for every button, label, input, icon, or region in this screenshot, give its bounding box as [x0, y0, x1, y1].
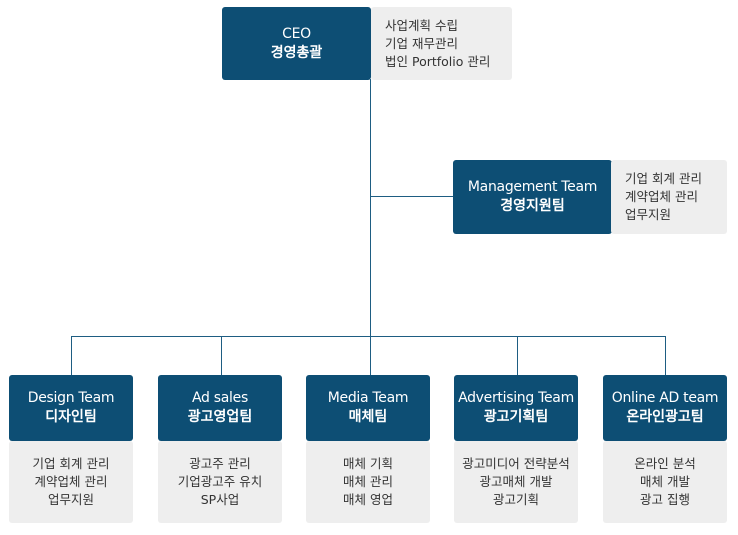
advertising-duty: 광고미디어 전략분석 — [462, 456, 570, 471]
online-duty: 매체 개발 — [640, 474, 690, 489]
connector-online — [665, 336, 666, 376]
management-duty: 기업 회계 관리 — [625, 171, 702, 186]
advertising-duty: 광고기획 — [492, 492, 539, 507]
media-title-en: Media Team — [327, 390, 409, 406]
connector-ceo-trunk — [370, 79, 371, 336]
media-duty: 매체 영업 — [343, 492, 393, 507]
online-duty: 광고 집행 — [640, 492, 690, 507]
media-duty: 매체 기획 — [343, 456, 393, 471]
adsales-duty: SP사업 — [200, 492, 240, 507]
design-title-ko: 디자인팀 — [45, 409, 97, 425]
media-duties: 매체 기획 매체 관리 매체 영업 — [306, 441, 430, 523]
media-title-ko: 매체팀 — [348, 409, 388, 425]
adsales-title-ko: 광고영업팀 — [187, 409, 253, 425]
design-title-en: Design Team — [27, 390, 115, 406]
ceo-duties: 사업계획 수립 기업 재무관리 법인 Portfolio 관리 — [371, 7, 512, 80]
management-team-box: Management Team 경영지원팀 — [453, 160, 612, 234]
design-duty: 기업 회계 관리 — [32, 456, 110, 471]
online-duty: 온라인 분석 — [634, 456, 696, 471]
design-duty: 업무지원 — [47, 492, 94, 507]
advertising-duty: 광고매체 개발 — [479, 474, 553, 489]
advertising-title-ko: 광고기획팀 — [483, 409, 549, 425]
connector-management-branch — [370, 196, 453, 197]
design-duty: 계약업체 관리 — [34, 474, 108, 489]
management-title-en: Management Team — [467, 179, 598, 195]
ceo-duty: 사업계획 수립 — [385, 17, 458, 33]
advertising-team-box: Advertising Team 광고기획팀 — [454, 375, 578, 441]
ceo-box: CEO 경영총괄 — [222, 7, 371, 80]
management-title-ko: 경영지원팀 — [500, 198, 565, 214]
online-ad-team-box: Online AD team 온라인광고팀 — [603, 375, 727, 441]
media-team-box: Media Team 매체팀 — [306, 375, 430, 441]
management-duties: 기업 회계 관리 계약업체 관리 업무지원 — [611, 160, 727, 234]
design-duties: 기업 회계 관리 계약업체 관리 업무지원 — [9, 441, 133, 523]
adsales-duty: 광고주 관리 — [189, 456, 251, 471]
media-duty: 매체 관리 — [343, 474, 393, 489]
management-duty: 업무지원 — [625, 207, 672, 222]
connector-advertising — [517, 336, 518, 376]
adsales-title-en: Ad sales — [192, 390, 248, 406]
design-team-box: Design Team 디자인팀 — [9, 375, 133, 441]
online-title-ko: 온라인광고팀 — [626, 409, 704, 425]
adsales-duty: 기업광고주 유치 — [177, 474, 263, 489]
ceo-title-ko: 경영총괄 — [270, 44, 323, 61]
online-title-en: Online AD team — [611, 390, 719, 406]
advertising-duties: 광고미디어 전략분석 광고매체 개발 광고기획 — [454, 441, 578, 523]
online-duties: 온라인 분석 매체 개발 광고 집행 — [603, 441, 727, 523]
connector-media — [370, 336, 371, 376]
management-duty: 계약업체 관리 — [625, 189, 698, 204]
ceo-title-en: CEO — [282, 25, 311, 42]
ceo-duty: 기업 재무관리 — [385, 35, 458, 51]
advertising-title-en: Advertising Team — [458, 390, 574, 406]
adsales-duties: 광고주 관리 기업광고주 유치 SP사업 — [158, 441, 282, 523]
connector-team-bus — [71, 336, 666, 337]
adsales-team-box: Ad sales 광고영업팀 — [158, 375, 282, 441]
ceo-duty: 법인 Portfolio 관리 — [385, 53, 491, 69]
connector-design — [71, 336, 72, 376]
connector-adsales — [221, 336, 222, 376]
